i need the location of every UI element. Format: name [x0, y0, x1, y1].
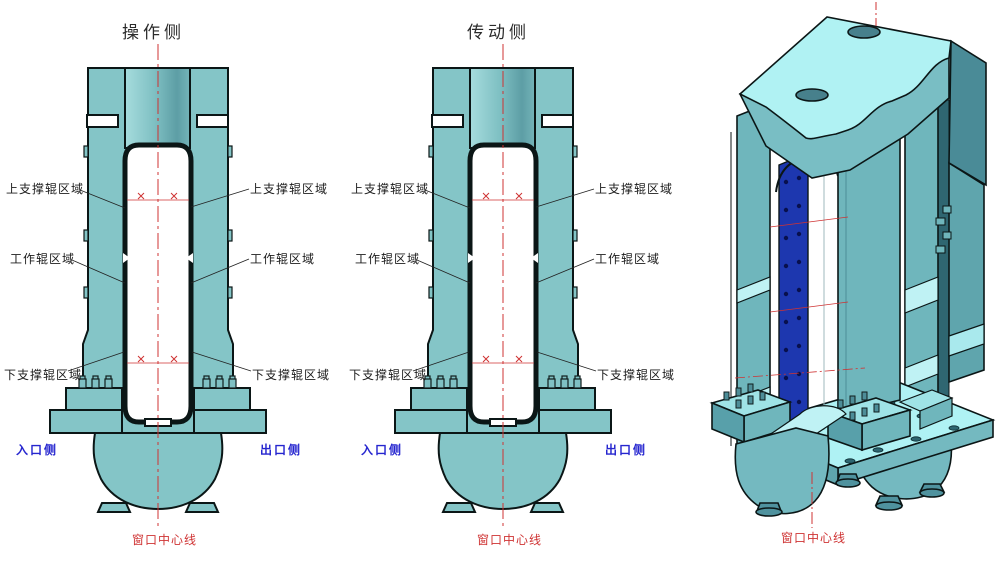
iso-left-bowl — [734, 427, 830, 515]
iso-right-rear-chamfer — [948, 323, 985, 357]
label-exit-side-2: 出口侧 — [605, 443, 648, 457]
label-work-roll-left-2: 工作辊区域 — [355, 252, 421, 266]
iso-blue-plate-bolts — [783, 175, 802, 409]
label-window-centerline-2: 窗口中心线 — [477, 533, 543, 547]
iso-right-foot-base-2 — [919, 488, 945, 498]
operator-side-view — [50, 44, 266, 528]
view-title-operator: 操作侧 — [122, 23, 185, 42]
iso-block-middle-bolts — [837, 391, 880, 421]
label-lower-backup-roll-right-2: 下支撑辊区域 — [597, 368, 676, 382]
iso-cap-right-face — [948, 39, 987, 187]
iso-block-left-bolts — [723, 383, 766, 409]
iso-right-front-chamfer-1 — [904, 276, 939, 314]
label-work-roll-right-2: 工作辊区域 — [595, 252, 661, 266]
iso-ledge-1 — [935, 217, 946, 226]
view-title-drive: 传动侧 — [467, 23, 530, 42]
iso-right-front-chamfer-2 — [904, 354, 939, 388]
label-window-centerline-3: 窗口中心线 — [781, 531, 847, 545]
label-window-centerline-1: 窗口中心线 — [132, 533, 198, 547]
iso-left-foot-base — [755, 507, 783, 517]
label-lower-backup-roll-right-1: 下支撑辊区域 — [252, 368, 331, 382]
iso-left-foot-base-2 — [835, 478, 861, 488]
iso-right-pedestal-front — [919, 397, 953, 430]
label-upper-backup-roll-left-2: 上支撑辊区域 — [351, 182, 430, 196]
iso-ledge-3 — [942, 205, 952, 214]
label-work-roll-left-1: 工作辊区域 — [10, 252, 76, 266]
drive-side-view — [395, 44, 611, 528]
label-upper-backup-roll-right-1: 上支撑辊区域 — [250, 182, 329, 196]
label-upper-backup-roll-left-1: 上支撑辊区域 — [6, 182, 85, 196]
iso-screw-hole-front — [795, 88, 829, 102]
iso-ledge-4 — [942, 231, 952, 240]
label-lower-backup-roll-left-1: 下支撑辊区域 — [4, 368, 83, 382]
label-entry-side-2: 入口侧 — [361, 443, 404, 457]
label-lower-backup-roll-left-2: 下支撑辊区域 — [349, 368, 428, 382]
iso-cap-top-face — [738, 16, 952, 140]
iso-left-chamfer-1 — [736, 276, 771, 304]
iso-centerlines-red — [734, 2, 877, 528]
iso-screw-hole-rear — [847, 25, 881, 39]
iso-ledge-2 — [935, 245, 946, 254]
label-exit-side-1: 出口侧 — [260, 443, 303, 457]
label-upper-backup-roll-right-2: 上支撑辊区域 — [595, 182, 674, 196]
label-entry-side-1: 入口侧 — [16, 443, 59, 457]
isometric-view — [709, 2, 996, 528]
iso-right-foot-base-1 — [875, 501, 903, 511]
label-work-roll-right-1: 工作辊区域 — [250, 252, 316, 266]
